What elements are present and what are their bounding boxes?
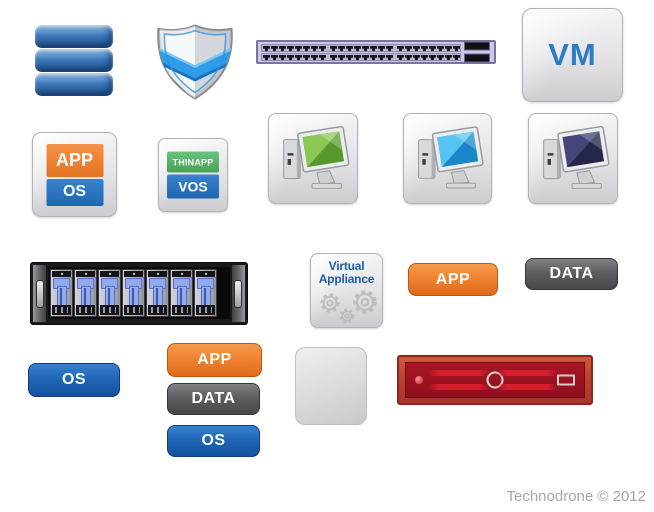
drive-bay	[98, 269, 121, 317]
vm-label: VM	[548, 37, 597, 72]
desktop-monitor-navy-icon	[528, 113, 618, 204]
app-os-icon: APP OS	[32, 132, 117, 217]
network-switch-icon	[256, 40, 496, 64]
drive-bay	[194, 269, 217, 317]
switch-port-row	[261, 43, 461, 52]
red-appliance-icon	[397, 355, 593, 405]
data-badge: DATA	[525, 258, 618, 290]
desktop-monitor-cyan-icon	[403, 113, 492, 204]
vos-layer: VOS	[167, 174, 219, 199]
uplink-port	[464, 53, 490, 63]
virtual-appliance-label: Virtual Appliance	[318, 259, 375, 286]
storage-array-icon	[30, 262, 248, 325]
security-shield-icon	[152, 23, 238, 101]
uplink-port	[464, 41, 490, 51]
virtual-appliance-icon: Virtual Appliance	[310, 253, 383, 328]
drive-bay	[146, 269, 169, 317]
thinapp-layer: THINAPP	[167, 151, 219, 173]
vm-icon: VM	[522, 8, 623, 102]
database-slab	[35, 73, 113, 94]
stack-app-badge: APP	[167, 343, 262, 377]
ring-button-icon	[486, 371, 504, 389]
credit-text: Technodrone © 2012	[506, 488, 647, 505]
vent-stripes	[428, 369, 490, 391]
drive-bay	[122, 269, 145, 317]
stack-data-badge: DATA	[167, 383, 260, 415]
switch-port-row	[261, 52, 461, 61]
power-led-icon	[415, 376, 423, 384]
rack-rail-right	[232, 265, 245, 322]
drive-bay	[74, 269, 97, 317]
stack-os-badge: OS	[167, 425, 260, 457]
os-layer: OS	[46, 178, 103, 206]
database-slab	[35, 49, 113, 70]
os-badge: OS	[28, 363, 120, 397]
switch-uplink-ports	[464, 41, 490, 63]
drive-bays	[48, 267, 230, 319]
gears-icon	[320, 290, 377, 324]
red-appliance-panel	[405, 362, 585, 398]
app-badge: APP	[408, 263, 498, 296]
thinapp-vos-icon: THINAPP VOS	[158, 138, 228, 212]
port-slot-icon	[557, 374, 575, 386]
vent-stripes	[496, 369, 558, 391]
rail-handle	[36, 279, 44, 308]
blank-square-icon	[295, 347, 367, 425]
database-stack-icon	[35, 25, 113, 98]
drive-bay	[50, 269, 73, 317]
rack-rail-left	[33, 265, 46, 322]
desktop-monitor-green-icon	[268, 113, 358, 204]
app-layer: APP	[46, 143, 103, 177]
database-slab	[35, 25, 113, 46]
drive-bay	[170, 269, 193, 317]
rail-handle	[234, 279, 242, 308]
